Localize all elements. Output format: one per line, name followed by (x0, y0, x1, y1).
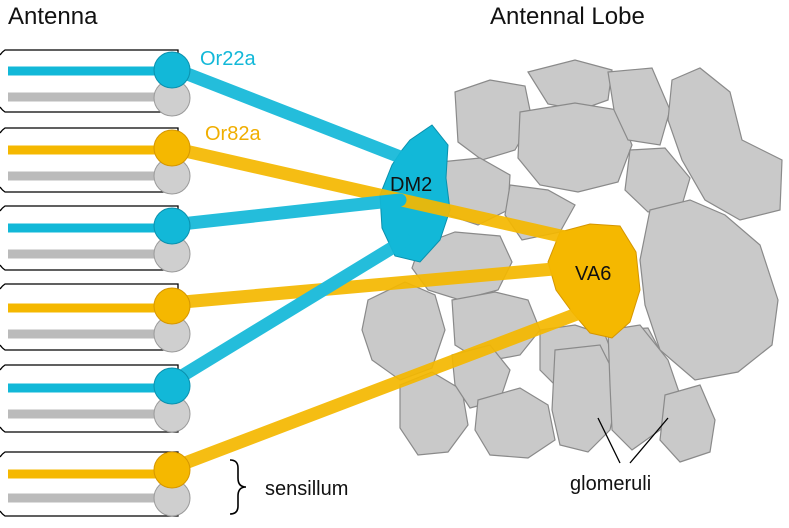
or22a-axon (165, 233, 412, 389)
sensillum (0, 364, 191, 433)
sensillum (0, 205, 191, 273)
sensillum (0, 49, 191, 117)
antennal-lobe (361, 59, 783, 463)
va6-label: VA6 (575, 263, 611, 285)
or22a-label: Or22a (200, 48, 256, 70)
or22a-axon (165, 193, 407, 232)
or82a-axon (165, 141, 572, 244)
glomeruli-pointer (629, 417, 669, 464)
glomerulus (527, 59, 613, 111)
glomerulus (667, 67, 783, 221)
axon-projections (165, 61, 589, 475)
sensillum (0, 127, 191, 195)
glomerulus (639, 199, 779, 381)
glomeruli-label: glomeruli (570, 473, 651, 495)
sensillum-outline (0, 451, 179, 517)
or82a-label: Or82a (205, 123, 261, 145)
or82a-neuron (153, 129, 191, 167)
sensillum-outline (0, 205, 179, 271)
glomerulus (399, 371, 469, 456)
or82a-axon (165, 261, 572, 310)
or22a-neuron (153, 51, 191, 89)
sensillum (0, 451, 191, 517)
glomerulus (659, 384, 716, 463)
or82a-axon (165, 305, 589, 475)
sensillum-brace (229, 459, 247, 515)
sensillum-outline (0, 364, 179, 433)
sensillum-label: sensillum (265, 478, 348, 500)
glomerulus (607, 67, 671, 146)
sensillum-outline (0, 283, 179, 351)
dm2-label: DM2 (390, 174, 432, 196)
or22a-neuron (153, 367, 191, 405)
glomerulus (474, 387, 556, 459)
or82a-neuron (153, 451, 191, 489)
glomeruli-pointer (597, 417, 621, 464)
antenna-title: Antenna (8, 3, 98, 30)
antenna (0, 49, 191, 517)
or22a-axon (165, 61, 415, 167)
glomerulus (551, 344, 621, 453)
sensillum (0, 283, 191, 353)
or82a-neuron (153, 287, 191, 325)
sensillum-outline (0, 127, 179, 193)
glomerulus (451, 291, 541, 363)
sensillum-outline (0, 49, 179, 113)
antennal-lobe-title: Antennal Lobe (490, 3, 645, 30)
or22a-neuron (153, 207, 191, 245)
glomerulus (517, 102, 633, 193)
